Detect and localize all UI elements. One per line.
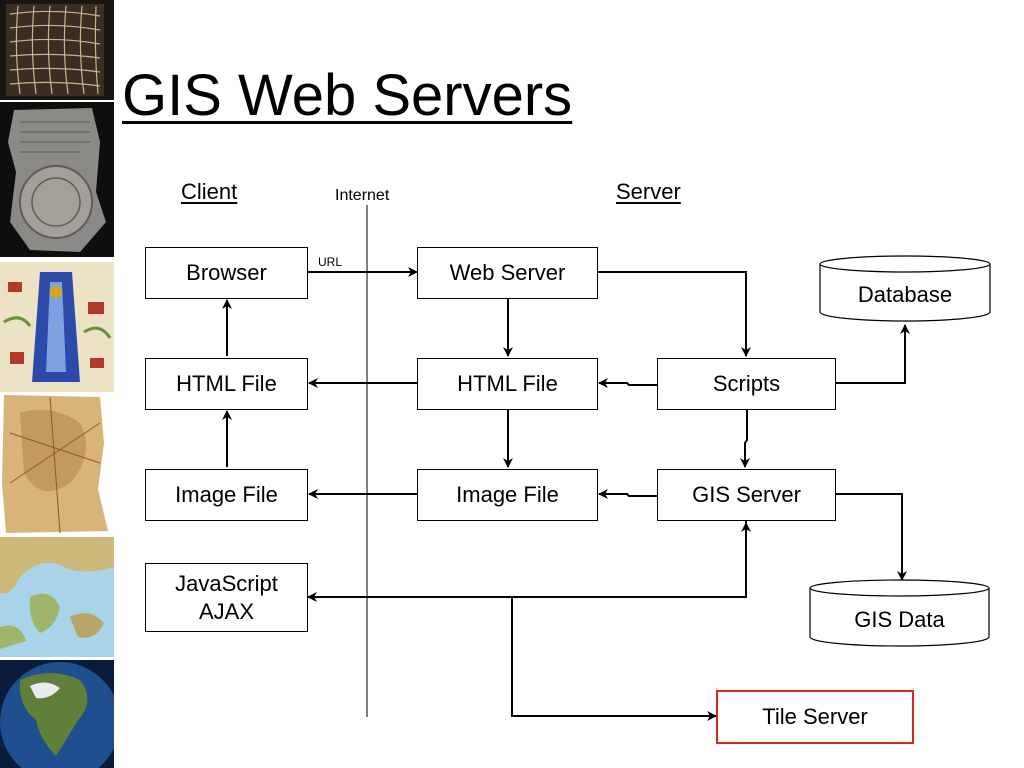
client-browser-box: Browser [145,247,308,299]
grid-map-thumbnail [0,0,114,100]
globe-thumbnail [0,660,114,768]
scripts-to-gisserver-arrow [740,410,750,468]
illuminated-map-thumbnail [0,262,114,392]
database-cylinder: Database [819,254,991,324]
database-label: Database [857,282,953,307]
gis-data-label: GIS Data [854,606,945,632]
client-html-file-label: HTML File [176,371,277,396]
page-title: GIS Web Servers [122,63,573,128]
gisserver-to-javascript-arrow [307,521,747,602]
client-browser-label: Browser [186,260,267,285]
tile-server-label: Tile Server [762,704,868,729]
parchment-map-thumbnail [0,393,114,535]
scripts-label: Scripts [712,371,781,396]
client-javascript-ajax-box: JavaScript AJAX [145,563,308,632]
database-cylinder-shape [819,255,991,322]
relief-map-thumbnail [0,537,114,657]
tile-server-box: Tile Server [716,690,914,744]
scripts-to-database-arrow [836,324,910,384]
server-html-file-label: HTML File [457,371,558,396]
gisserver-to-imagefile-arrow [598,489,657,499]
url-label: URL [318,255,343,269]
gis-server-label: GIS Server [692,482,801,507]
scripts-box: Scripts [657,358,836,410]
gisserver-to-gisdata-arrow [836,493,907,581]
gis-data-cylinder-shape [809,579,990,647]
gis-server-box: GIS Server [657,469,836,521]
javascript-to-tileserver-arrow [511,597,717,721]
web-server-box: Web Server [417,247,598,299]
web-server-label: Web Server [449,260,566,285]
client-heading: Client [181,179,238,204]
server-image-file-label: Image File [456,482,559,507]
internet-label: Internet [335,187,390,204]
server-image-file-box: Image File [417,469,598,521]
client-html-file-box: HTML File [145,358,308,410]
webserver-to-scripts-arrow [598,271,751,357]
scripts-to-htmlfile-arrow [598,378,657,388]
gis-data-cylinder: GIS Data [809,578,990,649]
clay-tablet-map-thumbnail [0,102,114,257]
client-javascript-ajax-label: JavaScript AJAX [175,570,278,624]
server-html-file-box: HTML File [417,358,598,410]
map-thumbnail-strip [0,0,114,768]
client-image-file-label: Image File [175,482,278,507]
client-image-file-box: Image File [145,469,308,521]
server-heading: Server [616,179,681,204]
